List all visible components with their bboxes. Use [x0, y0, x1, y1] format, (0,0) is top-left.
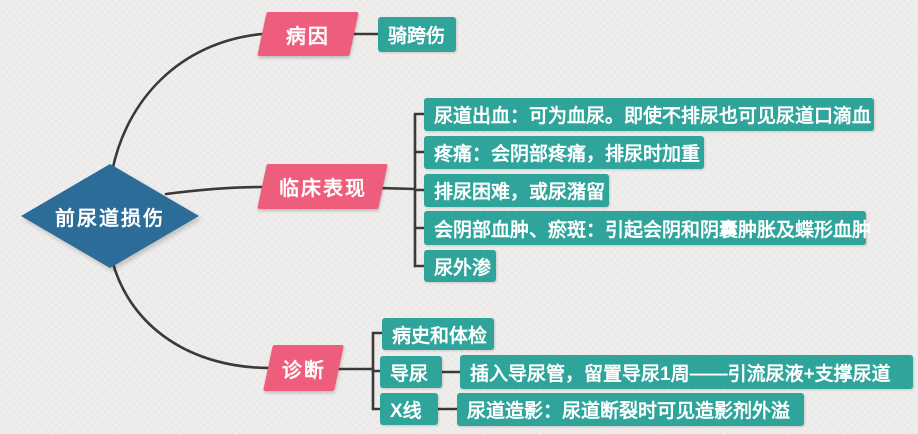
node-perineal-hematoma[interactable]: 会阴部血肿、瘀斑：引起会阴和阴囊肿胀及蝶形血肿	[424, 211, 871, 245]
branch-etiology-label: 病因	[286, 25, 330, 48]
branch-node-clinical-manifestations[interactable]: 临床表现	[257, 164, 388, 209]
node-xray[interactable]: X线	[380, 393, 438, 425]
node-urine-extravasation[interactable]: 尿外渗	[424, 250, 496, 282]
branch-diagnosis-label: 诊断	[281, 359, 326, 382]
branch-node-diagnosis[interactable]: 诊断	[263, 345, 344, 391]
node-straddle-injury[interactable]: 骑跨伤	[378, 17, 456, 52]
node-urethral-bleeding[interactable]: 尿道出血：可为血尿。即使不排尿也可见尿道口滴血	[424, 98, 874, 131]
node-pain[interactable]: 疼痛：会阴部疼痛，排尿时加重	[424, 136, 704, 169]
node-urethrography[interactable]: 尿道造影：尿道断裂时可见造影剂外溢	[457, 393, 804, 426]
node-catheterization[interactable]: 导尿	[380, 356, 442, 388]
branch-clinical-label: 临床表现	[278, 178, 367, 200]
node-history-and-physical[interactable]: 病史和体检	[382, 318, 494, 350]
branch-node-etiology[interactable]: 病因	[257, 12, 359, 56]
node-dysuria[interactable]: 排尿困难，或尿潴留	[424, 174, 609, 207]
node-catheterization-detail[interactable]: 插入导尿管，留置导尿1周——引流尿液+支撑尿道	[460, 355, 913, 389]
